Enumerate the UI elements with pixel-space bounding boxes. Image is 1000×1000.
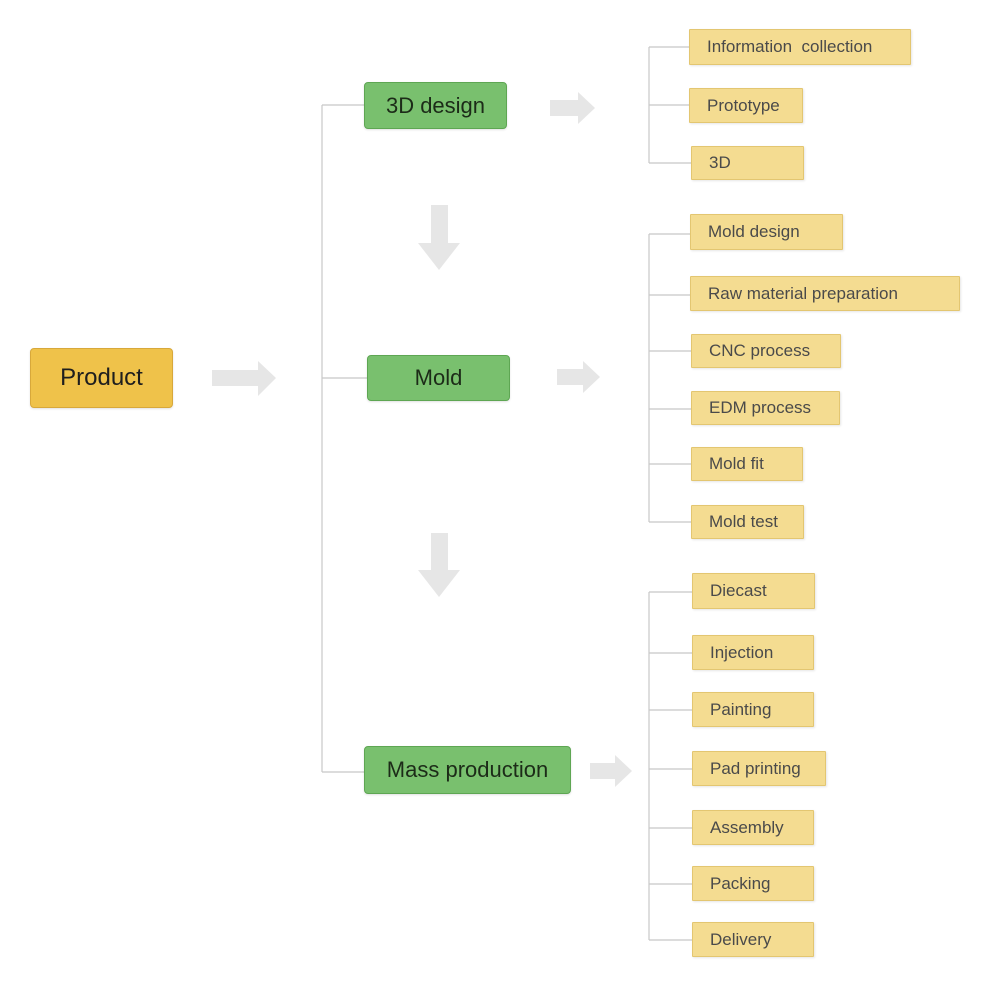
step-label: Packing xyxy=(710,873,771,893)
step-label: Delivery xyxy=(710,929,772,949)
step-label: Prototype xyxy=(707,95,780,115)
arrow-icon xyxy=(418,205,460,270)
step-label: Diecast xyxy=(710,581,767,600)
stage-node-3d-design: 3D design xyxy=(364,82,507,129)
step-raw-material-preparation: Raw material preparation xyxy=(690,276,960,311)
step-label: Assembly xyxy=(710,817,784,837)
step-mold-fit: Mold fit xyxy=(691,447,803,481)
root-node-product: Product xyxy=(30,348,173,408)
step-label: Pad printing xyxy=(710,758,801,778)
stage-node-mass-production: Mass production xyxy=(364,746,571,794)
step-information-collection: Information collection xyxy=(689,29,911,65)
step-label: Raw material preparation xyxy=(708,283,898,303)
root-node-label: Product xyxy=(60,364,143,391)
step-mold-design: Mold design xyxy=(690,214,843,250)
step-label: Injection xyxy=(710,642,774,662)
stage-node-label: Mold xyxy=(414,365,463,390)
arrow-icon xyxy=(418,533,460,597)
step-pad-printing: Pad printing xyxy=(692,751,826,786)
step-label: Mold test xyxy=(709,512,778,531)
arrow-icon xyxy=(590,755,632,787)
step-label: Mold fit xyxy=(709,454,764,473)
arrow-icon xyxy=(550,92,595,124)
step-label: Painting xyxy=(710,699,772,719)
step-painting: Painting xyxy=(692,692,814,727)
arrow-icon xyxy=(557,361,600,393)
step-3d: 3D xyxy=(691,146,804,180)
arrow-icon xyxy=(212,361,276,396)
step-label: 3D xyxy=(709,153,731,172)
step-assembly: Assembly xyxy=(692,810,814,845)
stage-node-mold: Mold xyxy=(367,355,510,401)
step-label: Mold design xyxy=(708,222,800,241)
step-packing: Packing xyxy=(692,866,814,901)
step-diecast: Diecast xyxy=(692,573,815,609)
step-delivery: Delivery xyxy=(692,922,814,957)
step-edm-process: EDM process xyxy=(691,391,840,425)
step-label: CNC process xyxy=(709,341,811,360)
step-injection: Injection xyxy=(692,635,814,670)
step-cnc-process: CNC process xyxy=(691,334,841,368)
step-mold-test: Mold test xyxy=(691,505,804,539)
step-prototype: Prototype xyxy=(689,88,803,123)
stage-node-label: Mass production xyxy=(386,757,549,782)
step-label: Information collection xyxy=(707,37,873,56)
stage-node-label: 3D design xyxy=(385,92,486,118)
step-label: EDM process xyxy=(709,398,812,417)
